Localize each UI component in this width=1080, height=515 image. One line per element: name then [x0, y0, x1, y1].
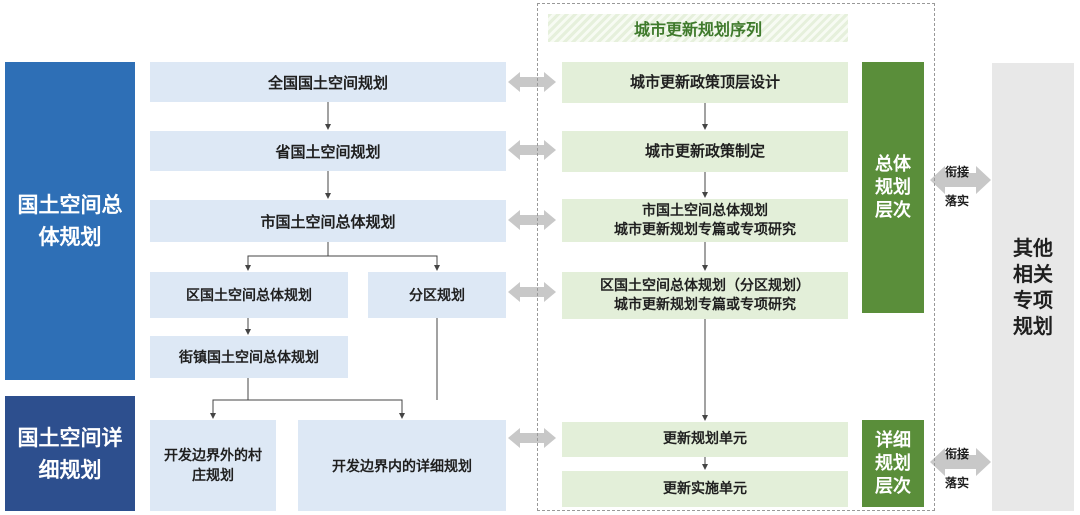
box-provincial-plan-text: 省国土空间规划: [275, 142, 381, 161]
box-township-plan-text: 街镇国土空间总体规划: [179, 350, 319, 366]
arrow-city-district: [245, 242, 329, 271]
box-renewal-unit: 更新规划单元: [562, 422, 848, 457]
box-national-plan: 全国国土空间规划: [150, 62, 506, 102]
label-overall-plan-text: 国土空间总体规划: [17, 193, 123, 249]
box-district-special: 区国土空间总体规划（分区规划） 城市更新规划专篇或专项研究: [562, 272, 848, 319]
box-district-special-line2: 城市更新规划专篇或专项研究: [614, 296, 796, 313]
label-connect-upper: 衔接: [945, 165, 970, 179]
label-detailed-plan: 国土空间详细规划: [5, 396, 135, 511]
box-policy-making: 城市更新政策制定: [562, 131, 848, 172]
box-national-plan-text: 全国国土空间规划: [267, 73, 388, 92]
label-overall-plan: 国土空间总体规划: [5, 62, 135, 380]
box-subzone-plan-text: 分区规划: [409, 288, 465, 304]
box-implementation-unit-text: 更新实施单元: [663, 480, 747, 497]
double-arrow-5: [508, 428, 556, 448]
box-top-design: 城市更新政策顶层设计: [562, 62, 848, 103]
box-city-special-line1: 市国土空间总体规划: [642, 202, 768, 219]
double-arrow-2: [508, 140, 556, 160]
double-arrow-right-lower: [930, 448, 991, 476]
box-renewal-unit-text: 更新规划单元: [663, 431, 747, 447]
urban-renewal-frame: [537, 3, 935, 511]
label-detailed-plan-text: 国土空间详细规划: [17, 425, 123, 482]
box-city-plan: 市国土空间总体规划: [150, 200, 506, 242]
double-arrow-4: [508, 282, 556, 302]
other-related-plans: 其他相关专项规划: [992, 63, 1074, 511]
box-implementation-unit: 更新实施单元: [562, 471, 848, 507]
arrow-township-village: [210, 378, 249, 419]
box-policy-making-text: 城市更新政策制定: [644, 142, 765, 160]
double-arrow-1: [508, 72, 556, 92]
box-village-plan-text: 开发边界外的村庄规划: [164, 447, 262, 484]
box-district-plan-text: 区国土空间总体规划: [186, 288, 312, 304]
double-arrow-right-upper: [930, 166, 991, 194]
series-title: 城市更新规划序列: [548, 14, 848, 42]
box-district-special-line1: 区国土空间总体规划（分区规划）: [600, 277, 810, 294]
box-city-special-line2: 城市更新规划专篇或专项研究: [614, 221, 796, 238]
box-city-special: 市国土空间总体规划 城市更新规划专篇或专项研究: [562, 199, 848, 242]
box-city-plan-text: 市国土空间总体规划: [260, 212, 396, 231]
label-implement-upper: 落实: [945, 194, 970, 208]
box-inner-detail-plan: 开发边界内的详细规划: [298, 420, 506, 511]
box-district-plan: 区国土空间总体规划: [150, 272, 348, 318]
double-arrow-3: [508, 210, 556, 230]
level-detailed: 详细规划层次: [862, 420, 924, 507]
level-detailed-text: 详细规划层次: [875, 430, 911, 497]
double-arrows: [508, 72, 991, 476]
level-overall: 总体规划层次: [862, 62, 924, 313]
box-provincial-plan: 省国土空间规划: [150, 131, 506, 171]
label-implement-lower: 落实: [945, 476, 970, 490]
box-township-plan: 街镇国土空间总体规划: [150, 336, 348, 378]
arrow-township-inner: [248, 399, 405, 419]
box-subzone-plan: 分区规划: [368, 272, 506, 318]
box-top-design-text: 城市更新政策顶层设计: [629, 73, 780, 91]
level-overall-text: 总体规划层次: [875, 154, 911, 221]
box-village-plan: 开发边界外的村庄规划: [150, 420, 276, 511]
arrow-city-subzone: [328, 255, 440, 271]
other-related-plans-text: 其他相关专项规划: [1013, 236, 1053, 338]
label-connect-lower: 衔接: [945, 447, 970, 461]
box-inner-detail-plan-text: 开发边界内的详细规划: [332, 458, 472, 475]
